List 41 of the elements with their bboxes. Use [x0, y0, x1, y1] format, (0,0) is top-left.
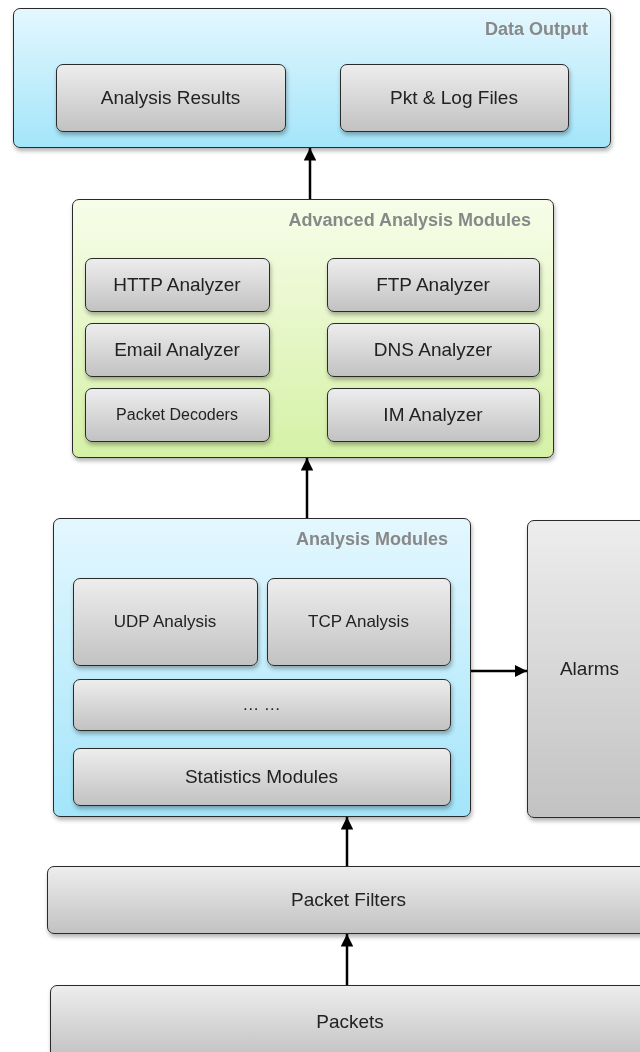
module-label: … … [242, 694, 281, 715]
module-label: Analysis Results [100, 86, 241, 109]
module-label: Packet Filters [290, 889, 407, 911]
group-heading: Data Output [485, 19, 588, 40]
module-box [266, 577, 451, 666]
module-label: TCP Analysis [308, 611, 409, 632]
module-box [527, 520, 640, 818]
module-label: DNS Analyzer [373, 338, 493, 361]
module-box [72, 678, 451, 731]
arrow [340, 817, 354, 866]
module-box [84, 387, 270, 442]
module-label: IM Analyzer [383, 403, 483, 426]
module-label: Packets [316, 1011, 384, 1033]
module-label: HTTP Analyzer [113, 273, 241, 296]
group-heading: Analysis Modules [295, 529, 448, 550]
module-box [84, 257, 270, 312]
module-box [84, 322, 270, 377]
module-box [72, 747, 451, 806]
module-label: Packet Decoders [116, 405, 238, 424]
module-box [326, 322, 540, 377]
module-label: FTP Analyzer [376, 273, 490, 296]
module-label: Alarms [559, 658, 620, 680]
arrow [300, 458, 314, 518]
arrow [471, 664, 527, 678]
module-label: UDP Analysis [113, 611, 217, 632]
arrow [340, 934, 354, 985]
group-panel [13, 8, 611, 148]
module-box [47, 866, 640, 934]
module-label: Email Analyzer [114, 338, 240, 361]
group-heading: Advanced Analysis Modules [288, 210, 531, 231]
module-box [50, 985, 640, 1052]
arrow [303, 148, 317, 199]
module-label: Pkt & Log Files [390, 86, 518, 109]
group-panel [72, 199, 554, 458]
module-label: Statistics Modules [184, 765, 339, 788]
group-panel [53, 518, 471, 817]
module-box [72, 577, 258, 666]
module-box [55, 63, 286, 132]
module-box [326, 387, 540, 442]
module-box [326, 257, 540, 312]
module-box [339, 63, 569, 132]
